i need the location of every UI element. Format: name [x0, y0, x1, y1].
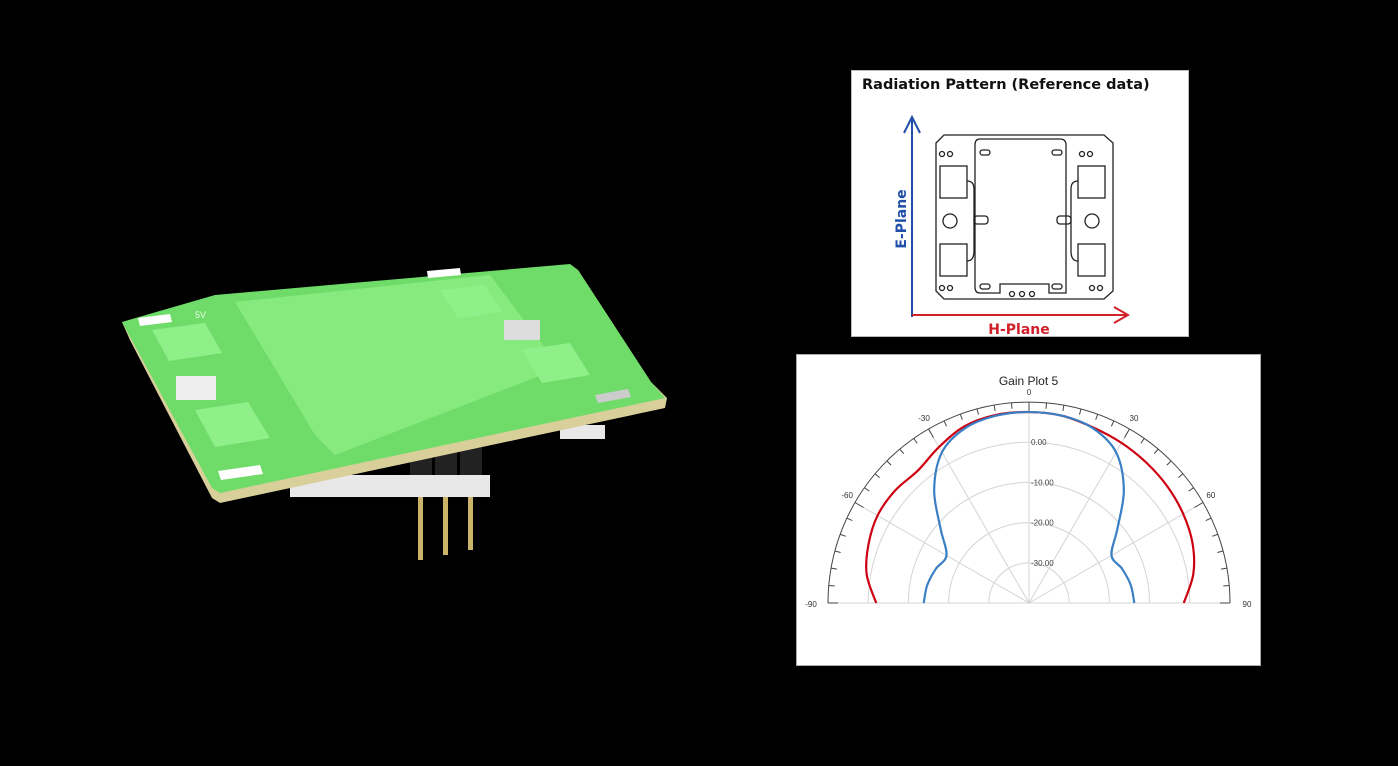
angle-tick [1220, 567, 1228, 570]
angle-tick [834, 550, 841, 554]
radial-tick-label: -20.00 [1031, 519, 1054, 528]
h-plane-label: H-Plane [988, 322, 1050, 338]
angle-tick-label: 60 [1206, 491, 1215, 500]
radial-tick-label: -10.00 [1031, 478, 1054, 487]
patch-antennas [152, 285, 590, 447]
mounting-pads [138, 268, 631, 480]
grid-spoke [1028, 428, 1130, 604]
angle-tick [846, 517, 853, 522]
series-blue-line [922, 410, 1136, 604]
pcb-silkscreen-label: 5V [195, 310, 206, 320]
angle-tick [1045, 402, 1048, 409]
radiation-pattern-diagram: Radiation Pattern (Reference data) E-Pla… [851, 70, 1189, 338]
angle-tick-label: -90 [805, 600, 817, 609]
angle-tick [1110, 420, 1115, 427]
angle-tick [899, 448, 905, 454]
chart-title: Gain Plot 5 [998, 374, 1059, 388]
angle-tick [928, 428, 934, 438]
angle-tick-label: 90 [1243, 600, 1252, 609]
angle-tick [1095, 413, 1099, 420]
gain-plot-panel: Gain Plot 5 -90 -60 -30 0 30 60 90 0.00 -10.00 -2… [796, 354, 1261, 666]
diagram-title: Radiation Pattern (Reference data) [862, 77, 1150, 93]
angle-tick [1217, 550, 1224, 554]
angle-tick [874, 473, 880, 479]
angle-tick-label: 30 [1130, 414, 1139, 423]
angle-tick [1140, 438, 1145, 444]
grid-spoke [928, 428, 1030, 604]
angle-tick [1205, 517, 1212, 522]
grid-spoke [854, 502, 1030, 604]
angle-tick [943, 420, 948, 427]
angle-tick [864, 487, 870, 492]
angle-tick [1223, 584, 1230, 587]
angle-tick [1178, 473, 1184, 479]
header-pins [410, 445, 482, 560]
angle-tick [913, 438, 918, 444]
angle-tick [854, 502, 864, 508]
angle-tick [1153, 448, 1159, 454]
angle-tick [1124, 428, 1130, 438]
angle-tick [839, 533, 846, 537]
angle-tick [1078, 408, 1082, 415]
pcb-center-area [235, 275, 560, 455]
angle-tick [830, 567, 838, 570]
angle-tick [1188, 487, 1194, 492]
pcb-module-render: 5V [122, 264, 667, 560]
angle-tick [1212, 533, 1219, 537]
e-plane-label: E-Plane [894, 189, 910, 248]
board-outline-drawing [935, 134, 1114, 300]
angle-tick-label: -30 [918, 414, 930, 423]
angle-tick [976, 408, 980, 415]
h-plane-arrowhead [1113, 306, 1131, 324]
angle-tick [886, 460, 892, 466]
angle-tick [1010, 402, 1013, 409]
angle-tick [1062, 404, 1065, 412]
angle-tick [959, 413, 963, 420]
angle-tick [1166, 460, 1172, 466]
e-plane-arrowhead [903, 114, 921, 134]
grid-spoke [1028, 502, 1204, 604]
radial-tick-label: -30.00 [1031, 559, 1054, 568]
angle-tick [828, 584, 835, 587]
angle-tick [993, 404, 996, 412]
radial-tick-label: 0.00 [1031, 438, 1047, 447]
angle-tick [1194, 502, 1204, 508]
angle-tick-label: 0 [1027, 388, 1032, 397]
angle-tick-label: -60 [841, 491, 853, 500]
polar-chart: -90 -60 -30 0 30 60 90 0.00 -10.00 -20.00 -30.00 [805, 388, 1252, 609]
